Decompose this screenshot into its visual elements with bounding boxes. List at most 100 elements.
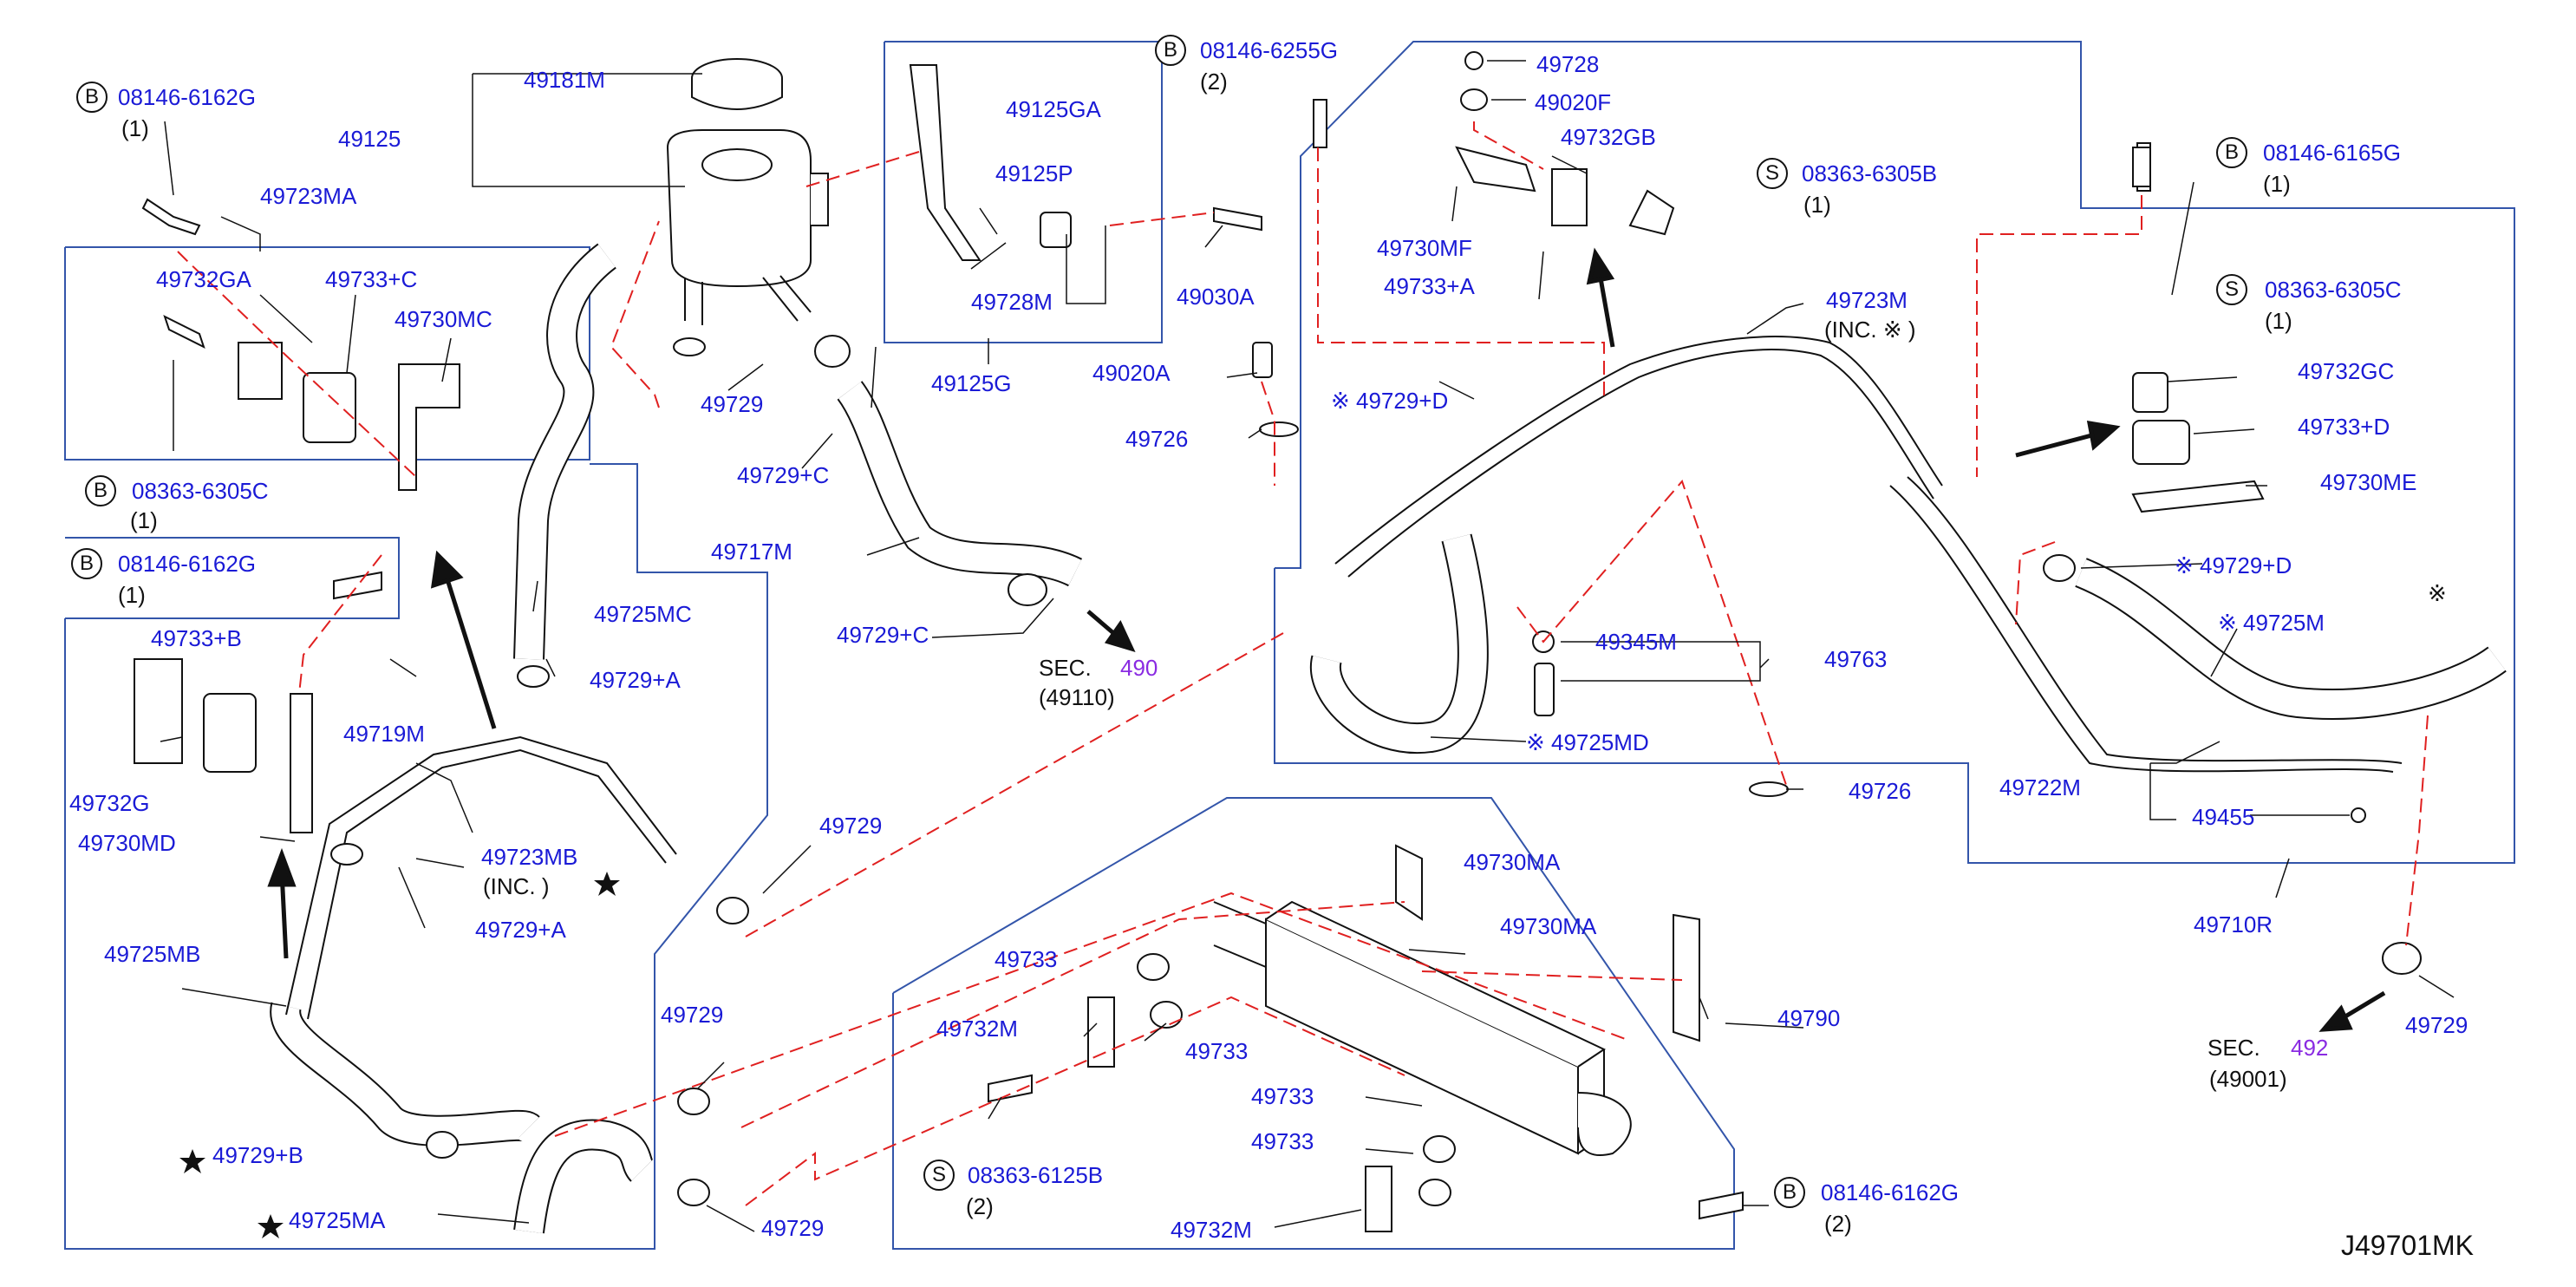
part-label[interactable]: 49710R <box>2194 911 2273 937</box>
part-label[interactable]: 49729 <box>2405 1012 2468 1038</box>
badge-b-icon: B <box>71 548 102 579</box>
part-label[interactable]: 49726 <box>1125 426 1189 452</box>
part-label[interactable]: 49732M <box>936 1016 1018 1042</box>
part-label[interactable]: 49733+D <box>2298 414 2390 440</box>
part-label[interactable]: 49732G <box>69 790 150 816</box>
part-label[interactable]: 49181M <box>524 67 605 93</box>
part-label[interactable]: 49730MA <box>1500 913 1597 939</box>
part-label[interactable]: 49725MA <box>289 1207 386 1233</box>
part-label[interactable]: 49732GA <box>156 266 251 292</box>
part-label[interactable]: 49790 <box>1777 1005 1841 1031</box>
bracket-49730mf <box>1455 146 1536 193</box>
part-label[interactable]: 49722M <box>1999 774 2081 800</box>
part-label[interactable]: 49723MA <box>260 183 357 209</box>
part-label[interactable]: 49726 <box>1849 778 1912 804</box>
part-label[interactable]: 49733+A <box>1384 273 1475 299</box>
part-label[interactable]: 49733 <box>1185 1038 1249 1064</box>
part-label[interactable]: 49717M <box>711 539 792 565</box>
part-label[interactable]: 49730MA <box>1464 849 1561 875</box>
part-label[interactable]: 49732GB <box>1561 124 1656 150</box>
box-left-lower <box>64 463 768 1250</box>
fastener-part-number[interactable]: 08146-6162G <box>1821 1179 1960 1205</box>
part-label[interactable]: 49729+A <box>590 667 681 693</box>
part-label[interactable]: 49125P <box>995 160 1073 186</box>
reservoir-illustration <box>666 58 829 356</box>
part-label[interactable]: 49732M <box>1171 1217 1252 1243</box>
badge-b-icon: B <box>85 475 116 506</box>
part-label[interactable]: 49125G <box>931 370 1012 396</box>
note-mark: ※ <box>2428 580 2447 606</box>
section-ref-number[interactable]: 492 <box>2291 1035 2329 1061</box>
part-label[interactable]: 49729+B <box>212 1142 303 1168</box>
bracket-49730md <box>290 693 313 833</box>
part-label[interactable]: 49020A <box>1092 360 1171 386</box>
fastener-part-number[interactable]: 08363-6305B <box>1802 160 1938 186</box>
part-label[interactable]: 49730MC <box>395 306 492 332</box>
part-label[interactable]: 49733 <box>1251 1128 1314 1154</box>
part-label[interactable]: 49725MC <box>594 601 692 627</box>
clamp-49729a-1 <box>517 665 550 688</box>
part-label[interactable]: 49729+C <box>737 462 830 488</box>
part-label[interactable]: 49030A <box>1177 284 1255 310</box>
part-label[interactable]: 49730MF <box>1377 235 1472 261</box>
badge-s-icon: S <box>923 1160 955 1191</box>
part-label[interactable]: 49455 <box>2192 804 2255 830</box>
part-label[interactable]: 49723MB <box>481 844 578 870</box>
fastener-qty: (2) <box>966 1193 994 1219</box>
part-label[interactable]: ※ 49725M <box>2218 610 2325 636</box>
clamp-49729c-1 <box>814 335 851 368</box>
part-label[interactable]: 49733 <box>1251 1083 1314 1109</box>
badge-s-icon: S <box>2216 274 2247 305</box>
fastener-part-number[interactable]: 08363-6305C <box>2265 277 2402 303</box>
badge-b-icon: B <box>1155 35 1186 66</box>
part-label[interactable]: 49733+B <box>151 625 242 651</box>
part-label[interactable]: 49733 <box>995 946 1058 972</box>
part-label[interactable]: 49729 <box>661 1002 724 1028</box>
part-label[interactable]: 49729 <box>819 813 883 839</box>
part-label[interactable]: 49729+A <box>475 917 566 943</box>
part-label[interactable]: 49725MB <box>104 941 201 967</box>
section-ref-number[interactable]: 490 <box>1120 655 1158 681</box>
bolt-08146-6255g <box>1313 99 1327 148</box>
fastener-part-number[interactable]: 08363-6305C <box>132 478 269 504</box>
section-ref-sub: (49001) <box>2209 1066 2287 1092</box>
part-label[interactable]: 49125GA <box>1006 96 1101 122</box>
bolt-49030a <box>1213 206 1262 232</box>
sensor-49763 <box>1534 663 1555 716</box>
fastener-part-number[interactable]: 08146-6162G <box>118 551 257 577</box>
star-icon <box>594 872 620 896</box>
part-label[interactable]: 49728M <box>971 289 1053 315</box>
bracket-49730ma-2 <box>1673 913 1700 1042</box>
part-label[interactable]: 49345M <box>1595 629 1677 655</box>
bolt-08363-6305b <box>1628 189 1675 236</box>
small-parts <box>134 51 2422 1232</box>
part-label[interactable]: 49763 <box>1824 646 1888 672</box>
bolt-49020a <box>1252 342 1273 378</box>
part-label[interactable]: 49020F <box>1535 89 1612 115</box>
part-label[interactable]: ※ 49729+D <box>1331 388 1449 414</box>
insulator-49733-d <box>1418 1179 1451 1206</box>
part-label[interactable]: 49729+C <box>837 622 929 648</box>
part-label[interactable]: 49729 <box>701 391 764 417</box>
oil-cooler-illustration <box>1213 900 1632 1156</box>
part-label[interactable]: ※ 49729+D <box>2175 552 2292 578</box>
arrow-right <box>2015 431 2099 458</box>
part-label[interactable]: 49730ME <box>2320 469 2417 495</box>
part-label[interactable]: 49730MD <box>78 830 176 856</box>
clamp-49729d <box>2043 554 2076 582</box>
part-label[interactable]: 49719M <box>343 721 425 747</box>
part-label[interactable]: 49733+C <box>325 266 418 292</box>
part-label[interactable]: 49729 <box>761 1215 825 1241</box>
fastener-part-number[interactable]: 08363-6125B <box>968 1162 1104 1188</box>
fastener-part-number[interactable]: 08146-6165G <box>2263 140 2402 166</box>
part-label[interactable]: 49732GC <box>2298 358 2395 384</box>
part-label[interactable]: ※ 49725MD <box>1526 729 1649 755</box>
fastener-part-number[interactable]: 08146-6255G <box>1200 37 1339 63</box>
part-label[interactable]: 49723M <box>1826 287 1908 313</box>
part-label[interactable]: 49125 <box>338 126 401 152</box>
box-left-small <box>65 537 400 619</box>
fastener-part-number[interactable]: 08146-6162G <box>118 84 257 110</box>
section-ref-label: SEC. <box>2208 1035 2260 1061</box>
part-label[interactable]: 49728 <box>1536 51 1600 77</box>
